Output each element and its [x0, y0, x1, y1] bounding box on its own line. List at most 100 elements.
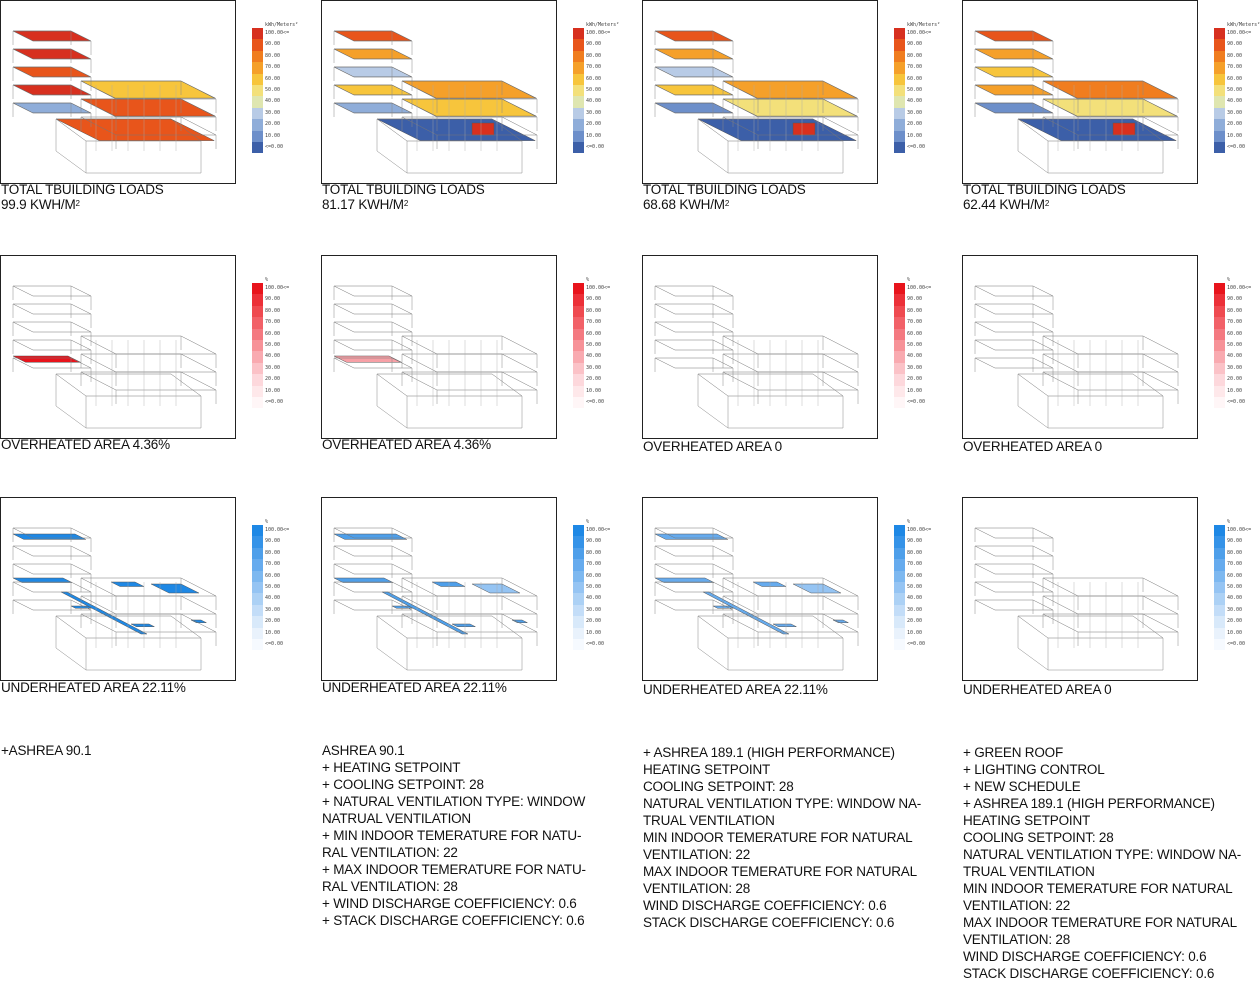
legend-swatch — [573, 119, 584, 131]
legend-swatch — [1214, 339, 1225, 352]
legend-label: 90.00 — [586, 538, 602, 545]
legend-swatch — [252, 283, 263, 295]
legend-colorbar — [1214, 283, 1225, 409]
floor-plate — [12, 102, 91, 114]
legend-swatch — [252, 351, 263, 363]
legend-swatch — [252, 339, 263, 352]
legend-swatch — [252, 581, 263, 594]
legend-label: 10.00 — [586, 132, 602, 139]
legend-label: <=0.00 — [586, 399, 605, 405]
floor-plate — [974, 84, 1053, 96]
legend-swatch — [252, 638, 263, 651]
legend-label: <=0.00 — [586, 641, 605, 647]
legend-label: 90.00 — [907, 538, 923, 545]
floor-plate — [697, 118, 857, 141]
legend-swatch — [894, 84, 905, 97]
legend-swatch — [894, 328, 905, 340]
floor-plate — [401, 80, 537, 99]
legend-swatch — [1214, 305, 1225, 318]
legend-swatch — [894, 317, 905, 329]
legend-swatch — [573, 559, 584, 571]
legend-swatch — [894, 294, 905, 306]
legend-swatch — [1214, 328, 1225, 340]
legend-swatch — [252, 50, 263, 63]
legend-swatch — [1214, 294, 1225, 306]
legend-label: 10.00 — [907, 629, 923, 636]
legend-label: 80.00 — [1227, 307, 1243, 314]
underheated-zone — [130, 623, 155, 627]
underheated-caption: UNDERHEATED AREA 22.11% — [322, 680, 507, 695]
note-line: MAX INDOOR TEMERATURE FOR NATURAL — [963, 915, 1237, 930]
floor-plate — [80, 80, 216, 99]
legend-label: 40.00 — [1227, 98, 1243, 105]
loads-title: TOTAL TBUILDING LOADS — [963, 182, 1126, 197]
legend-unit: % — [907, 519, 911, 525]
legend-label: 60.00 — [907, 330, 923, 337]
underheated-zone — [832, 619, 849, 623]
legend-swatch — [1214, 28, 1225, 40]
underheated-zone — [792, 583, 842, 594]
legend-swatch — [252, 96, 263, 108]
loads-value-text: 68.68 KWH/M — [643, 197, 725, 212]
floor-plate — [654, 102, 733, 114]
legend-label: 70.00 — [265, 561, 281, 568]
note-line: VENTILATION: 28 — [643, 881, 751, 896]
legend-label: 10.00 — [1227, 132, 1243, 139]
note-line: VENTILATION: 22 — [643, 847, 751, 862]
legend-label: 70.00 — [907, 561, 923, 568]
legend-label: 50.00 — [907, 342, 923, 348]
underheated-zone — [60, 591, 148, 635]
note-line: HEATING SETPOINT — [643, 762, 771, 777]
legend-swatch — [894, 351, 905, 363]
legend-unit: kWh/Meters² — [1227, 22, 1260, 28]
legend-label: 100.00<= — [586, 527, 611, 533]
legend-label: 40.00 — [907, 353, 923, 360]
floor-plate — [80, 98, 216, 117]
legend-label: 90.00 — [265, 41, 281, 48]
legend-colorbar — [894, 525, 905, 651]
legend-colorbar — [573, 28, 584, 154]
legend-swatch — [252, 294, 263, 306]
legend-colorbar — [573, 525, 584, 651]
legend-swatch — [1214, 84, 1225, 97]
legend-label: 40.00 — [265, 595, 281, 602]
legend-swatch — [252, 28, 263, 40]
note-line: TRUAL VENTILATION — [643, 813, 775, 828]
legend-swatch — [1214, 362, 1225, 375]
legend-label: 30.00 — [265, 109, 281, 116]
floor-plate — [654, 30, 733, 42]
legend-label: 40.00 — [1227, 353, 1243, 360]
legend-label: 70.00 — [586, 319, 602, 326]
note-line: + COOLING SETPOINT: 28 — [322, 777, 484, 792]
legend-label: 20.00 — [1227, 121, 1243, 128]
legend-label: 10.00 — [265, 629, 281, 636]
underheated-zone — [752, 581, 787, 587]
legend-swatch — [573, 525, 584, 537]
legend-swatch — [252, 525, 263, 537]
legend-swatch — [1214, 581, 1225, 594]
underheated-caption: UNDERHEATED AREA 22.11% — [643, 682, 828, 697]
legend-label: <=0.00 — [1227, 144, 1246, 150]
legend-colorbar — [252, 28, 263, 154]
note-line: + STACK DISCHARGE COEFFICIENCY: 0.6 — [322, 913, 585, 928]
building-axonometric — [654, 285, 859, 429]
floor-plate — [333, 48, 412, 60]
legend-swatch — [894, 339, 905, 352]
overheated-diagram-panel — [962, 255, 1198, 439]
legend-label: 40.00 — [586, 353, 602, 360]
legend-label: 90.00 — [1227, 41, 1243, 48]
legend-swatch — [573, 616, 584, 628]
note-line: + NEW SCHEDULE — [963, 779, 1081, 794]
legend-swatch — [573, 283, 584, 295]
floor-plate — [376, 118, 536, 141]
note-line: NATURAL VENTILATION TYPE: WINDOW NA- — [643, 796, 922, 811]
legend-swatch — [894, 581, 905, 594]
legend-swatch — [894, 119, 905, 131]
legend-swatch — [573, 351, 584, 363]
legend-label: 80.00 — [1227, 52, 1243, 59]
legend-label: <=0.00 — [907, 144, 926, 150]
note-line: +ASHREA 90.1 — [1, 743, 92, 758]
hot-zone — [471, 122, 495, 136]
